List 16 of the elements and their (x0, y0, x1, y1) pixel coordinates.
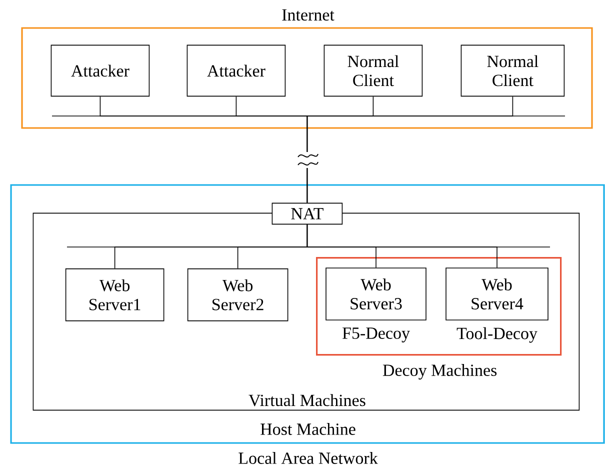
process-box: Web Server2 (187, 268, 288, 322)
process-box: Web Server4 (446, 268, 548, 320)
node-caption: F5-Decoy (342, 328, 410, 342)
process-box: Normal Client (324, 44, 423, 97)
node-label: Internet (282, 9, 334, 21)
node-label: Local Area Network (238, 452, 378, 464)
connector-line (306, 96, 514, 204)
node-label: Decoy Machines (382, 364, 497, 380)
process-box: Web Server3 (326, 268, 426, 320)
process-box: Attacker (186, 44, 286, 97)
connector-line (306, 224, 498, 268)
process-box: Attacker (50, 44, 150, 97)
process-box: NAT (272, 202, 343, 225)
process-box: Web Server1 (65, 268, 164, 322)
process-box: Normal Client (460, 44, 565, 97)
node-caption: Tool-Decoy (456, 327, 538, 343)
